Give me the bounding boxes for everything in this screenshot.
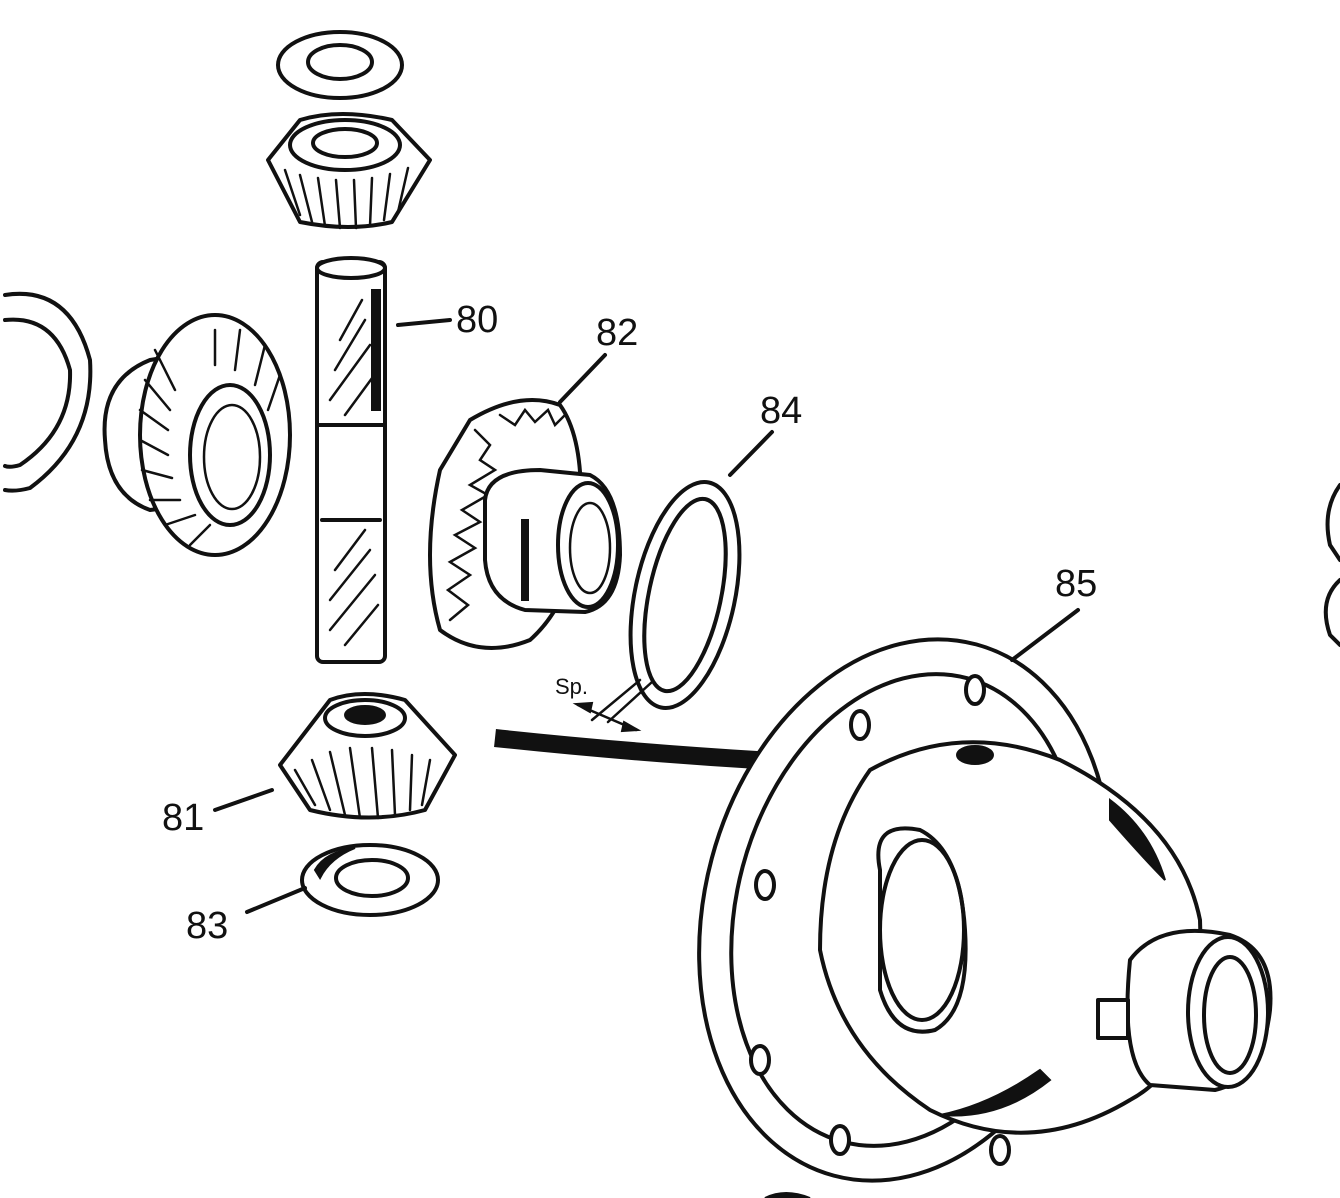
left-side-gear — [102, 313, 292, 557]
callout-84: 84 — [760, 390, 802, 432]
sp-label: Sp. — [555, 674, 588, 699]
left-thrust-washer — [3, 291, 93, 493]
leader-lines — [213, 318, 1080, 914]
bottom-planet-pinion — [278, 692, 457, 820]
bottom-thrust-washer — [300, 843, 440, 917]
callout-82: 82 — [596, 312, 638, 354]
callout-81: 81 — [162, 797, 204, 839]
partial-right-parts — [1323, 483, 1340, 647]
differential-case — [697, 637, 1273, 1183]
partial-bottom-part — [764, 1192, 811, 1198]
differential-pin — [315, 256, 387, 664]
callout-85: 85 — [1055, 563, 1097, 605]
top-thrust-washer — [276, 30, 404, 100]
right-side-gear — [428, 398, 622, 650]
sp-dimension: Sp. — [555, 674, 654, 733]
top-planet-pinion — [266, 112, 432, 230]
callout-80: 80 — [456, 299, 498, 341]
shim-washer — [628, 480, 742, 710]
callout-83: 83 — [186, 905, 228, 947]
